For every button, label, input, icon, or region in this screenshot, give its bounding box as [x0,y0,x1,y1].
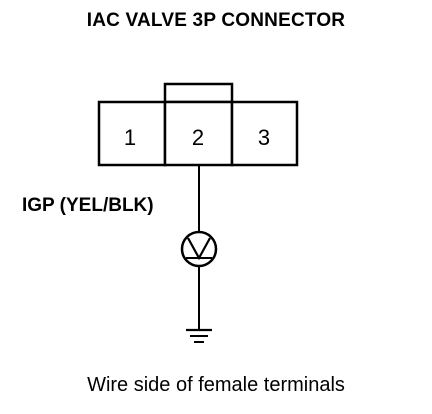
diagram-caption: Wire side of female terminals [87,374,345,396]
voltmeter-icon [180,230,218,268]
connector-lock-tab [163,82,234,104]
terminal-number-1: 1 [124,125,136,150]
ground-icon [186,328,212,343]
terminal-number-2: 2 [192,125,204,150]
terminal-number-3: 3 [258,125,270,150]
wire-color-label: IGP (YEL/BLK) [22,195,154,216]
terminal-cell-3 [230,100,299,167]
terminal-cell-1 [97,100,167,167]
diagram-title: IAC VALVE 3P CONNECTOR [86,10,346,31]
